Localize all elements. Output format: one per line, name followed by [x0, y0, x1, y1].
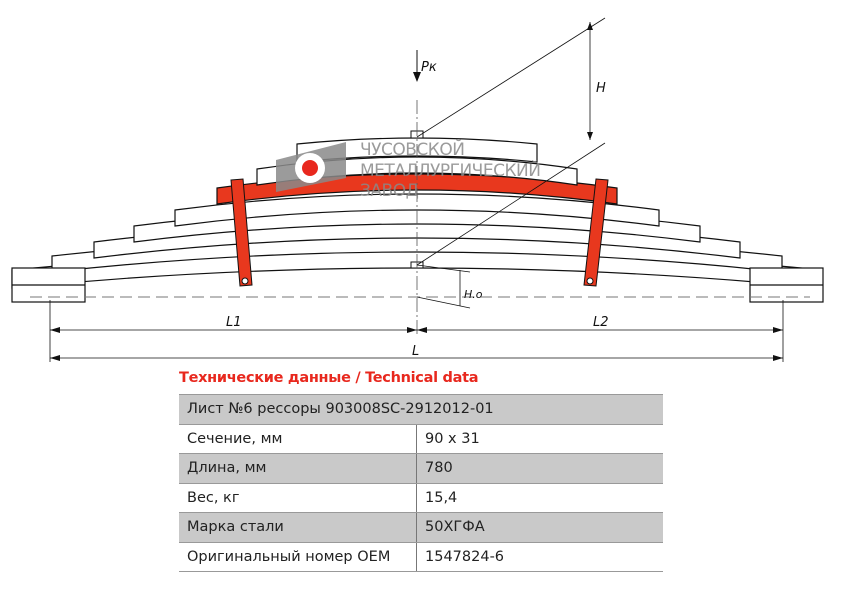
left-clamp — [230, 178, 253, 287]
svg-text:МЕТАЛЛУРГИЧЕСКИЙ: МЕТАЛЛУРГИЧЕСКИЙ — [360, 159, 540, 181]
row-label: Сечение, мм — [179, 424, 417, 454]
leaf-spring-drawing: Рк H H.o L1 L2 L ЧУСОВСКОЙ МЕТАЛЛУРГИЧЕС… — [11, 17, 824, 362]
row-value: 50ХГФА — [416, 512, 663, 543]
row-label: Вес, кг — [179, 483, 417, 513]
table-header: Лист №6 рессоры 903008SC-2912012-01 — [179, 394, 663, 425]
row-value: 90 x 31 — [416, 424, 663, 454]
l1-label: L1 — [226, 315, 242, 330]
row-value: 1547824-6 — [416, 542, 663, 572]
l-label: L — [412, 344, 419, 359]
right-clamp — [583, 178, 609, 287]
svg-text:ЗАВОД: ЗАВОД — [360, 181, 419, 201]
height-zero-label: H.o — [464, 288, 483, 301]
row-label: Оригинальный номер OEM — [179, 542, 417, 572]
row-value: 15,4 — [416, 483, 663, 513]
force-label: Рк — [421, 60, 437, 75]
force-arrow — [413, 50, 421, 82]
technical-data-table: Лист №6 рессоры 903008SC-2912012-01 Сече… — [179, 394, 663, 572]
row-label: Марка стали — [179, 512, 417, 543]
row-value: 780 — [416, 453, 663, 484]
section-title: Технические данные / Technical data — [179, 370, 479, 386]
spring-leaf — [174, 193, 660, 227]
l2-label: L2 — [593, 315, 609, 330]
height-label: H — [596, 81, 606, 96]
row-label: Длина, мм — [179, 453, 417, 484]
table-header-row: Лист №6 рессоры 903008SC-2912012-01 — [179, 394, 663, 425]
svg-text:ЧУСОВСКОЙ: ЧУСОВСКОЙ — [360, 138, 464, 160]
company-logo: ЧУСОВСКОЙ МЕТАЛЛУРГИЧЕСКИЙ ЗАВОД — [276, 138, 541, 201]
